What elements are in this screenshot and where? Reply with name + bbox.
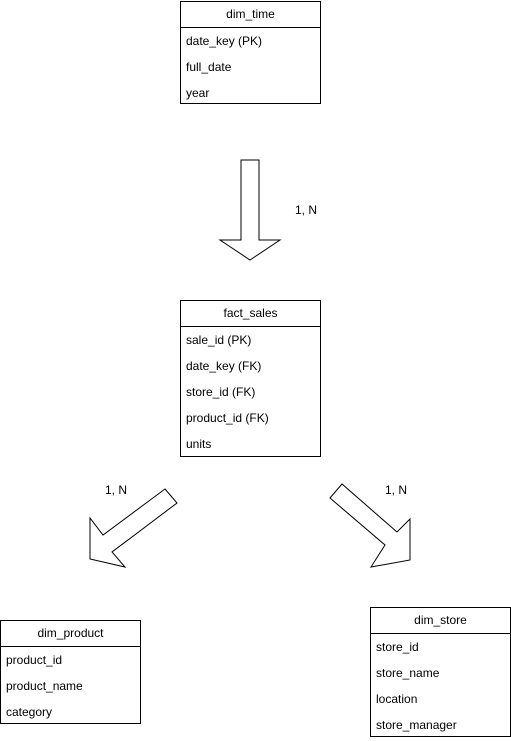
field-product-id: product_id [6, 653, 63, 667]
field-product-name: product_name [6, 679, 83, 693]
arrow-sales-to-product [89, 488, 178, 568]
field-location: location [376, 692, 418, 706]
arrow-time-to-sales [218, 159, 282, 261]
cardinality-sales-product: 1, N [105, 483, 128, 497]
entity-title: dim_product [1, 621, 140, 647]
field-units: units [186, 437, 212, 451]
entity-dim-time[interactable]: dim_time date_key (PK) full_date year [180, 1, 321, 104]
entity-title: dim_store [371, 608, 510, 634]
field-store-id: store_id [376, 640, 419, 654]
field-full-date: full_date [186, 60, 232, 74]
field-sale-id: sale_id (PK) [186, 333, 252, 347]
field-store-name: store_name [376, 666, 440, 680]
field-date-key: date_key (PK) [186, 34, 263, 48]
entity-title: fact_sales [181, 301, 320, 327]
entity-fact-sales[interactable]: fact_sales sale_id (PK) date_key (FK) st… [180, 300, 321, 457]
field-product-id: product_id (FK) [186, 411, 269, 425]
arrow-sales-to-store [329, 483, 411, 568]
cardinality-sales-store: 1, N [385, 483, 408, 497]
field-category: category [6, 705, 53, 719]
entity-dim-store[interactable]: dim_store store_id store_name location s… [370, 607, 511, 737]
field-date-key: date_key (FK) [186, 359, 262, 373]
entity-title: dim_time [181, 2, 320, 28]
entity-dim-product[interactable]: dim_product product_id product_name cate… [0, 620, 141, 724]
field-year: year [186, 86, 210, 100]
cardinality-time-sales: 1, N [295, 203, 318, 217]
field-store-id: store_id (FK) [186, 385, 256, 399]
field-store-manager: store_manager [376, 718, 457, 732]
